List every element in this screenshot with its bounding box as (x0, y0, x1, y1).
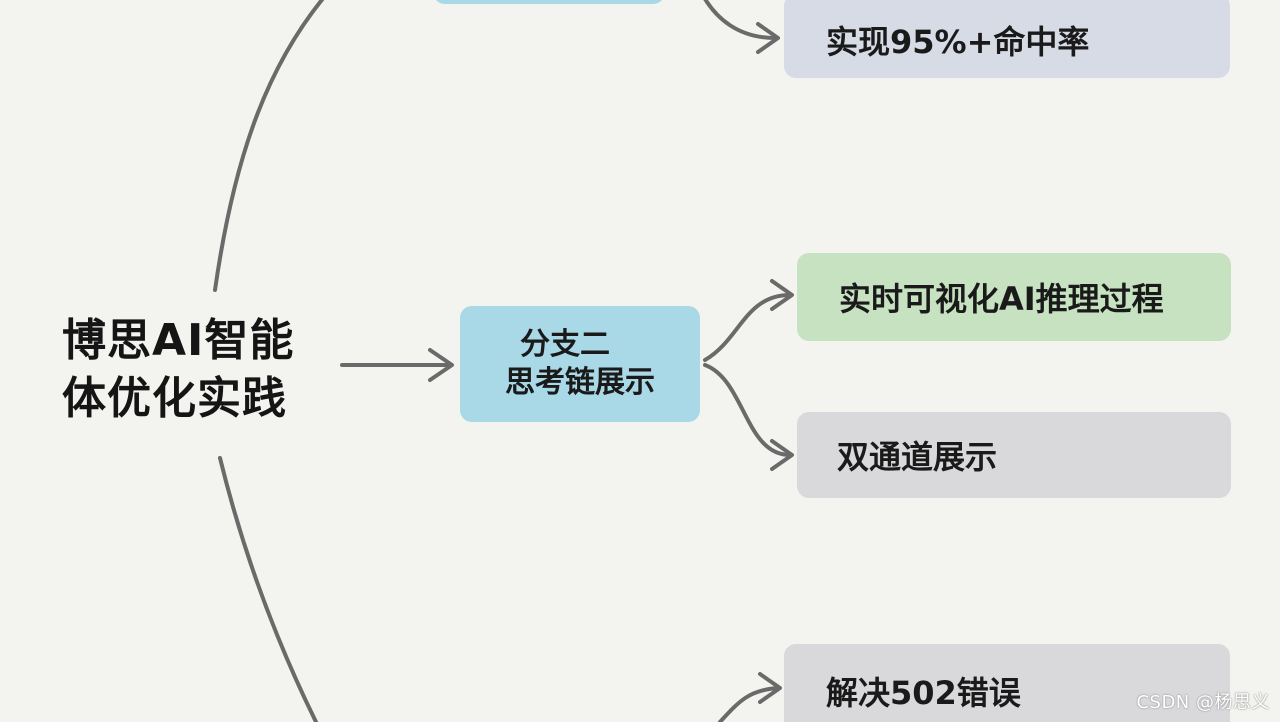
partial-node-top (433, 0, 665, 4)
watermark-text: CSDN @杨思义 (1136, 692, 1270, 713)
connector-branch-gray (703, 363, 792, 457)
connector-bottom-leaf (718, 686, 780, 722)
branch-title-line1: 分支二 (520, 327, 610, 362)
root-title-line1: 博思AI智能 (62, 315, 295, 366)
branch-title-line2: 思考链展示 (505, 365, 655, 400)
leaf-label-hit-rate: 实现95%+命中率 (826, 23, 1090, 61)
arrowhead-branch-gray (770, 439, 794, 471)
connector-branch-green (703, 293, 792, 362)
connector-root-down (218, 456, 319, 722)
root-node: 博思AI智能 体优化实践 (62, 312, 332, 428)
arrowhead-top-leaf (756, 22, 780, 54)
arrowhead-branch-green (770, 279, 794, 311)
branch-node-two: 分支二 思考链展示 (460, 306, 700, 422)
leaf-node-visualize: 实时可视化AI推理过程 (797, 253, 1231, 341)
leaf-label-visualize: 实时可视化AI推理过程 (839, 280, 1164, 318)
root-title-line2: 体优化实践 (62, 373, 287, 424)
leaf-node-dual-channel: 双通道展示 (797, 412, 1231, 498)
leaf-node-hit-rate: 实现95%+命中率 (784, 0, 1230, 78)
leaf-node-fix-502: 解决502错误 (784, 644, 1230, 722)
arrowhead-root-branch (428, 348, 454, 382)
leaf-label-dual-channel: 双通道展示 (837, 438, 998, 476)
connector-top-leaf (703, 0, 777, 40)
leaf-label-fix-502: 解决502错误 (826, 674, 1021, 712)
arrowhead-bottom-leaf (758, 672, 782, 704)
connector-root-up (213, 0, 325, 292)
